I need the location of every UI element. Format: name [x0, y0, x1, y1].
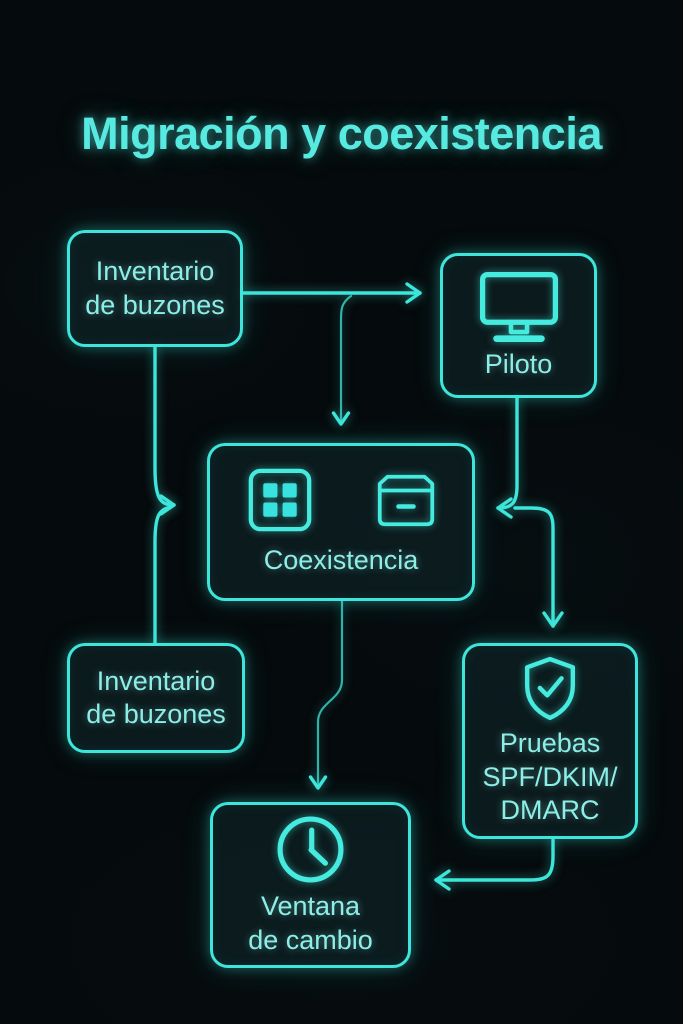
node-label: Inventario de buzones: [86, 665, 226, 732]
node-inventario-top: Inventario de buzones: [67, 230, 243, 347]
node-label-line: DMARC: [500, 795, 600, 826]
node-label-line: Piloto: [484, 349, 553, 380]
node-label-line: SPF/DKIM/: [482, 761, 618, 792]
node-label-line: Ventana: [260, 891, 361, 922]
archive-box-icon: [376, 473, 436, 528]
node-label: Piloto: [485, 348, 553, 381]
edge-coexistencia-to-ventana: [308, 598, 344, 790]
node-label: Inventario de buzones: [85, 255, 225, 322]
node-label: Ventana de cambio: [248, 890, 373, 957]
clock-icon: [274, 813, 347, 886]
node-label-line: de buzones: [86, 699, 226, 729]
node-label-line: Inventario: [96, 665, 216, 696]
diagram-title: Migración y coexistencia: [81, 108, 602, 159]
shield-check-icon: [517, 654, 583, 723]
node-inventario-bottom: Inventario de buzones: [67, 643, 245, 753]
node-piloto: Piloto: [440, 253, 597, 398]
node-ventana: Ventana de cambio: [210, 802, 411, 968]
app-grid-icon: [246, 466, 314, 534]
node-label-line: Coexistencia: [263, 545, 419, 576]
node-pruebas: Pruebas SPF/DKIM/ DMARC: [462, 643, 638, 839]
node-label-line: Inventario: [95, 256, 215, 287]
node-label-line: de buzones: [85, 289, 225, 320]
node-label-line: Pruebas: [499, 728, 601, 759]
node-label: Pruebas SPF/DKIM/ DMARC: [482, 727, 617, 827]
edge-inventarios-merge-to-coexistencia: [153, 345, 176, 516]
edge-inventario-bottom-to-merge: [153, 505, 173, 645]
monitor-icon: [477, 269, 561, 346]
node-label-line: de cambio: [248, 924, 373, 955]
node-coexistencia: Coexistencia: [207, 443, 475, 601]
edge-piloto-to-coexistencia: [496, 396, 519, 519]
edge-inventario-top-to-coexistencia: [331, 294, 353, 426]
node-label: Coexistencia: [264, 544, 419, 577]
edge-pruebas-to-ventana: [434, 836, 555, 891]
coexistencia-icons: [246, 466, 436, 534]
edge-piloto-to-pruebas: [513, 506, 564, 628]
